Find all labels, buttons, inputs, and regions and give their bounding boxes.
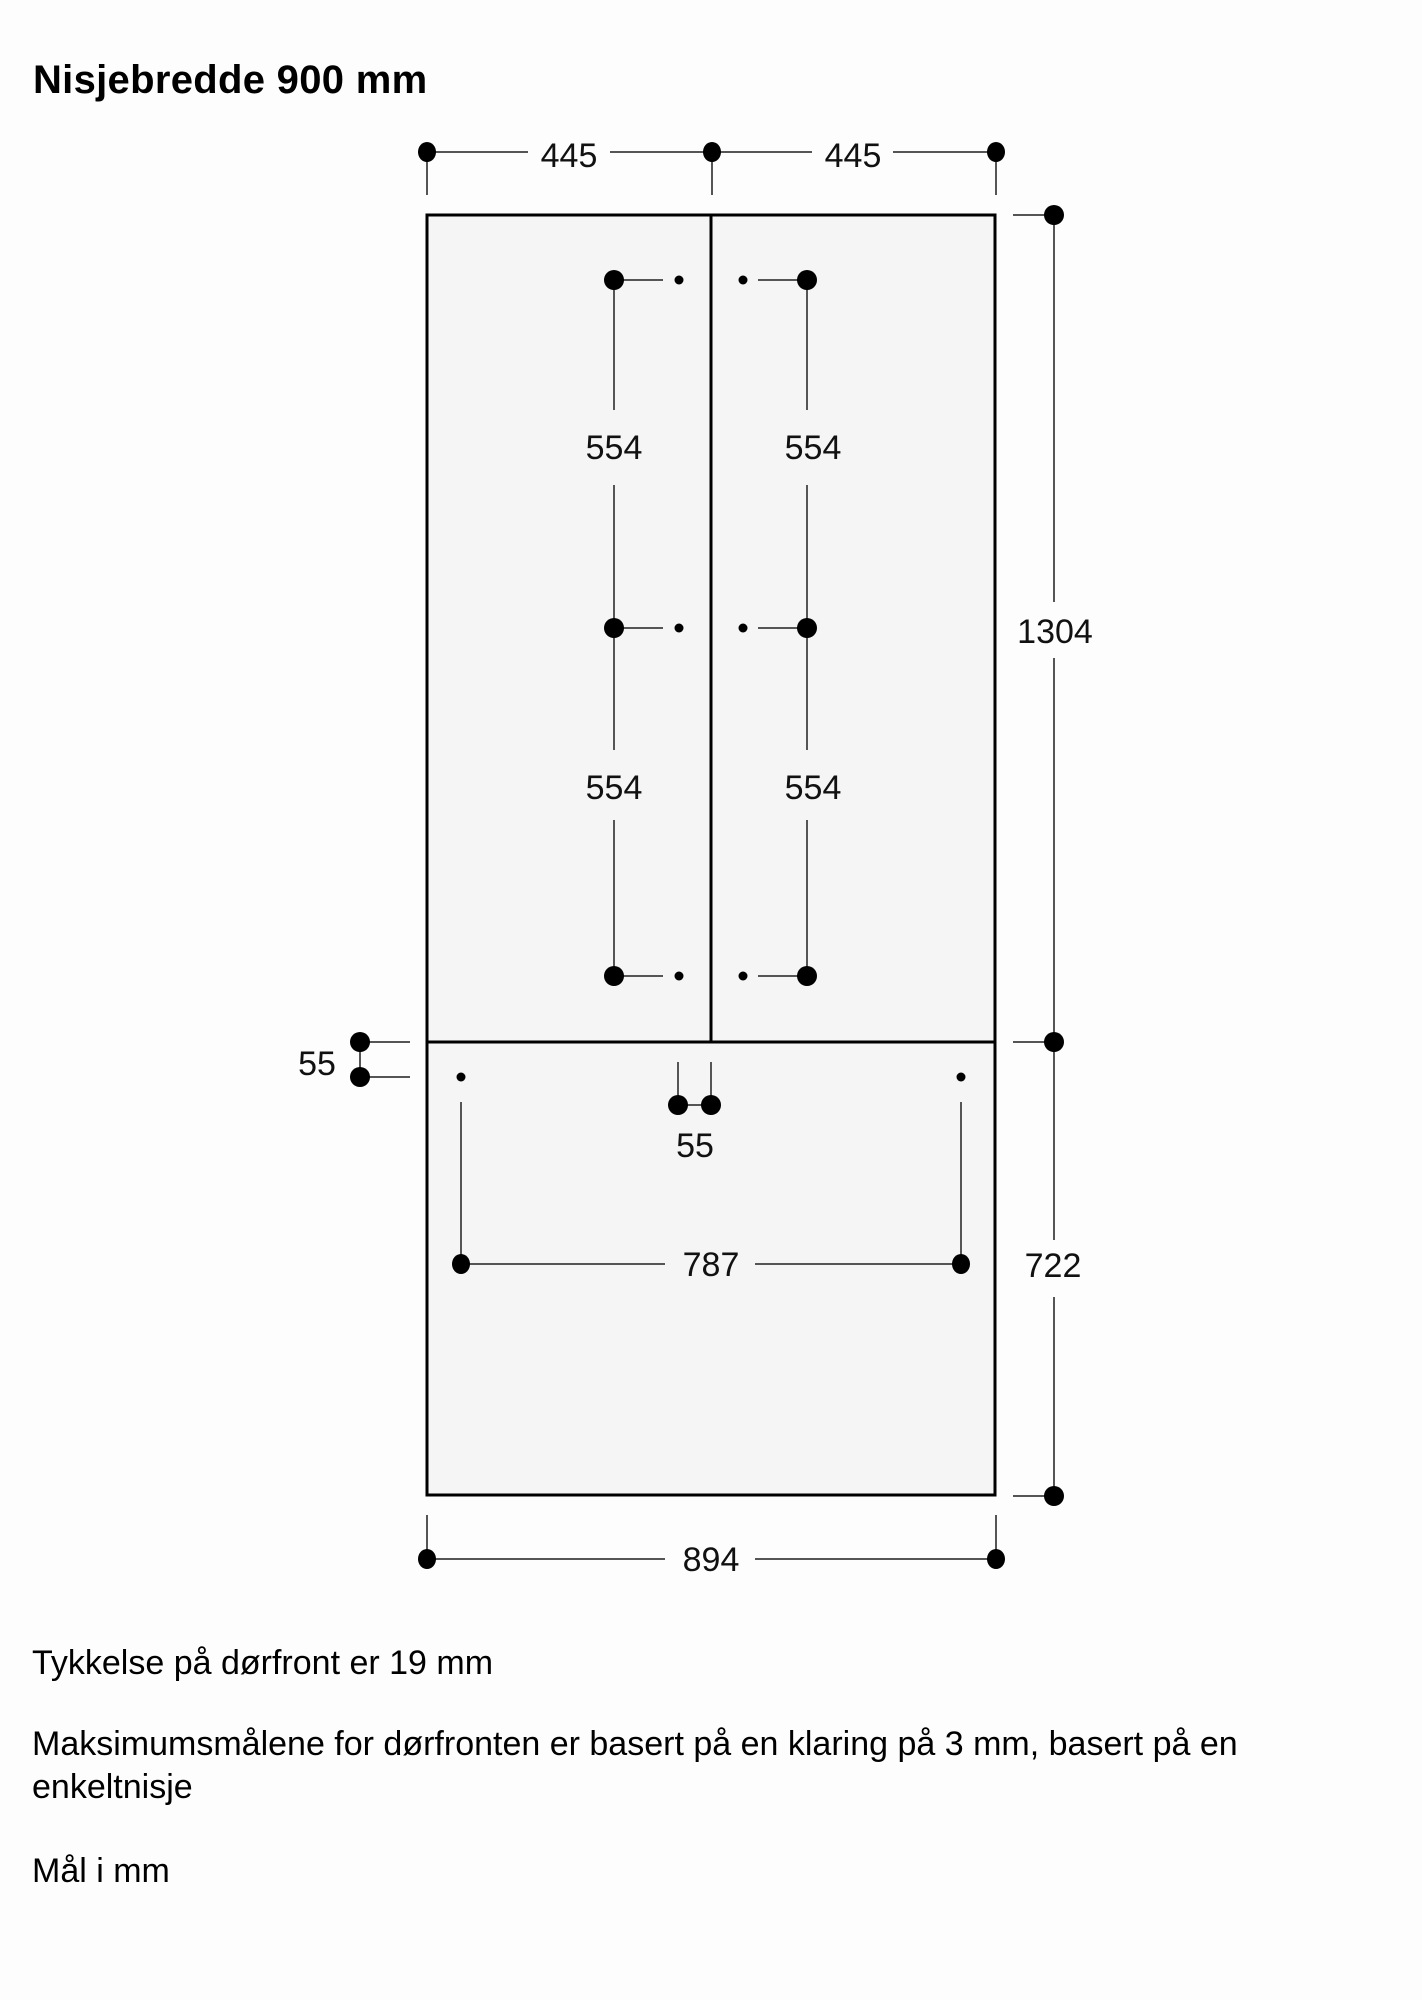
bottom-width-dimension [426,1515,997,1560]
upper-right-door [709,213,997,1044]
top-width-left-label: 445 [541,137,598,175]
lower-height-label: 722 [1025,1247,1082,1285]
upper-height-label: 1304 [1017,613,1093,651]
right-lower-spacing-label: 554 [785,769,842,807]
note-door-thickness: Tykkelse på dørfront er 19 mm [32,1644,494,1682]
top-width-dimension [426,151,997,195]
note-units: Mål i mm [32,1852,170,1890]
note-max-dimensions: Maksimumsmålene for dørfronten er basert… [32,1725,1238,1806]
total-width-label: 894 [683,1541,740,1579]
right-height-dimension [1013,214,1055,1497]
page-title: Nisjebredde 900 mm [33,58,428,102]
niche-dimension-diagram: 445 445 554 554 554 554 [298,137,1093,1579]
left-gap-label: 55 [298,1045,336,1083]
lower-handle-width-label: 787 [683,1246,740,1284]
lower-drawer [425,1040,997,1497]
center-gap-label: 55 [676,1127,714,1165]
left-upper-spacing-label: 554 [586,429,643,467]
top-width-right-label: 445 [825,137,882,175]
left-lower-spacing-label: 554 [586,769,643,807]
upper-left-door [425,213,713,1044]
door-panels [425,213,997,1497]
right-upper-spacing-label: 554 [785,429,842,467]
